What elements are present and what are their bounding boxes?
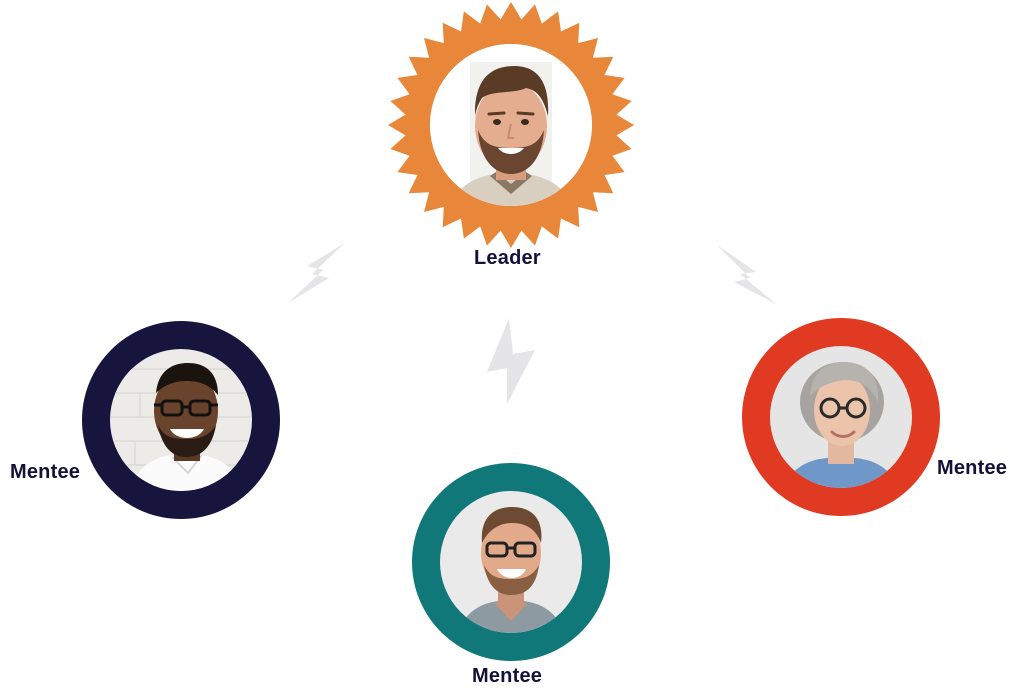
lightning-bolt-icon-left <box>285 240 351 306</box>
mentee-photo-center <box>440 491 582 633</box>
mentee-photo-right <box>770 346 912 488</box>
mentee-photo-left <box>110 349 252 491</box>
lightning-bolt-icon-center <box>483 316 539 408</box>
leader-node <box>386 0 636 250</box>
leader-photo <box>430 44 592 206</box>
mentee-node-left <box>82 321 280 519</box>
mentee-label-right: Mentee <box>937 457 1008 479</box>
lightning-bolt-icon-right <box>714 242 780 308</box>
mentee-node-right <box>742 318 940 516</box>
mentee-node-center <box>412 463 610 661</box>
mentee-label-left: Mentee <box>10 461 81 483</box>
leader-label: Leader <box>474 247 541 269</box>
mentee-label-center: Mentee <box>472 665 543 687</box>
